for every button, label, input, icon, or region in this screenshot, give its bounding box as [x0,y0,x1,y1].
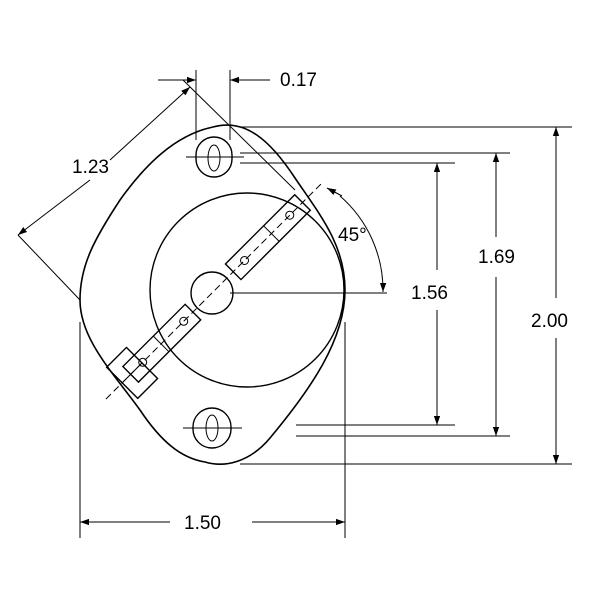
dim-label-1-56: 1.56 [411,283,448,304]
dim-slot-spacing: 1.69 [240,152,515,437]
dim-overall-height: 2.00 [240,126,572,465]
dim-angle: 45° [230,187,387,294]
dim-label-1-23: 1.23 [72,157,109,178]
dim-label-1-69: 1.69 [478,247,515,268]
dim-hole-spacing: 1.56 [240,162,455,426]
center-boss [149,192,345,388]
terminal-assembly [105,180,325,400]
dim-label-45-deg: 45° [338,225,367,246]
upper-terminal-tab [224,193,312,281]
dim-label-1-50: 1.50 [184,513,221,534]
dim-overall-width: 1.50 [79,322,346,538]
dim-slot-width: 0.17 [158,70,317,140]
dim-label-0-17: 0.17 [280,70,317,91]
dim-label-2-00: 2.00 [531,311,568,332]
flange-outline [79,124,346,465]
bottom-mounting-slot [183,407,242,449]
top-mounting-slot [186,136,244,178]
dim-diagonal-width: 1.23 [17,79,296,301]
